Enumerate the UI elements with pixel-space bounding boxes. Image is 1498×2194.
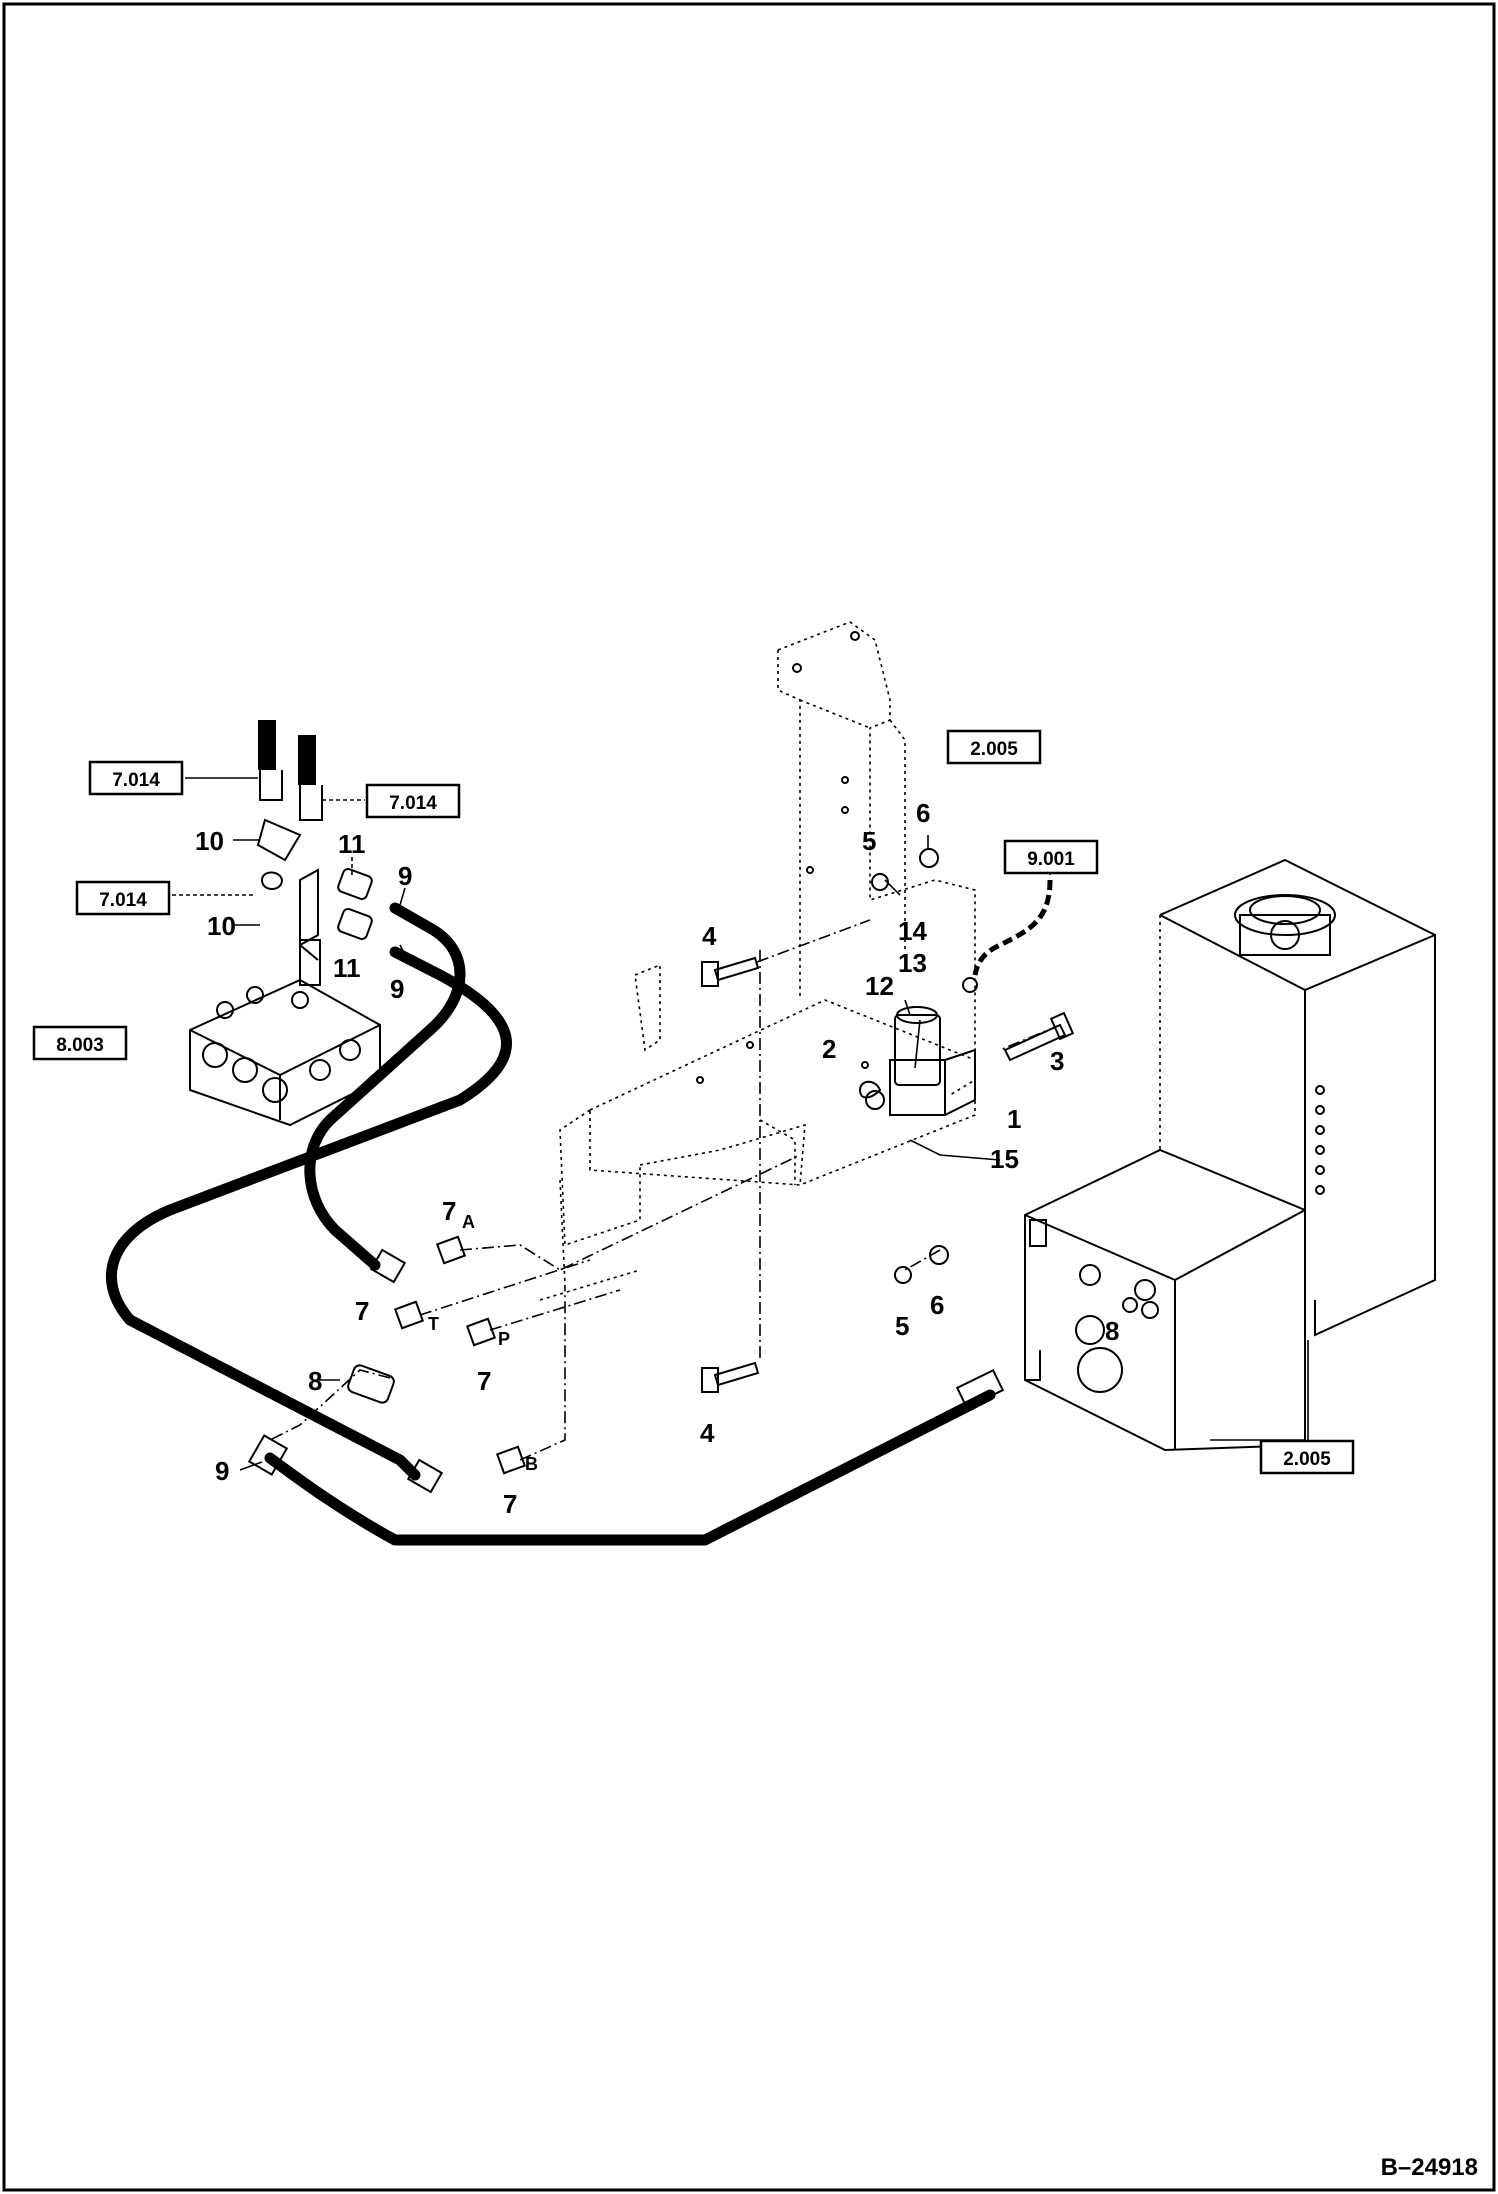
ref-box-control-valve-text: 8.003 [56,1035,104,1056]
upright-frame-bracket [777,621,976,1096]
ref-box-frame[interactable]: 2.005 [946,729,1042,765]
callout-9-upper: 9 [398,861,412,891]
callout-4-lower: 4 [700,1418,715,1448]
port-letter-T: T [428,1314,439,1334]
adapter-11-lower [337,908,373,940]
ref-box-tank-text: 2.005 [1283,1449,1331,1470]
port-letter-B: B [525,1454,538,1474]
callout-11-upper: 11 [338,829,366,859]
hose-B [106,946,512,1494]
fitting-8-tank [1122,1297,1138,1313]
fitting-7-A [435,1235,467,1265]
bolt-3 [1003,1011,1075,1062]
callout-9-lower: 9 [390,974,404,1004]
bolt-4-lower [701,1361,760,1393]
hose-A [304,902,466,1284]
callout-10-lower: 10 [207,911,236,941]
electrical-lead [972,879,1053,976]
callouts: 1 2 3 4 4 5 5 6 6 7 A 7 T 7 P 7 B 8 8 9 … [195,798,1119,1519]
callout-10-upper: 10 [195,826,224,856]
callout-7-T: 7 [355,1296,369,1326]
fitting-7-B [495,1445,527,1475]
port-letter-P: P [498,1329,510,1349]
callout-1: 1 [1007,1104,1021,1134]
callout-8-left: 8 [308,1366,322,1396]
callout-3: 3 [1050,1046,1064,1076]
ref-box-fitting-c-text: 7.014 [99,890,147,911]
washer-5-lower [894,1266,912,1284]
callout-7-A: 7 [442,1196,456,1226]
ref-box-fitting-a-text: 7.014 [112,770,160,791]
callout-2: 2 [822,1034,836,1064]
callout-8-tank: 8 [1105,1316,1119,1346]
ref-box-fitting-c[interactable]: 7.014 [75,880,171,916]
callout-6-upper: 6 [916,798,930,828]
callout-7-P: 7 [477,1366,491,1396]
ref-box-frame-text: 2.005 [970,739,1018,760]
fitting-7-P [465,1317,497,1347]
callout-5-lower: 5 [895,1311,909,1341]
callout-9-left: 9 [215,1456,229,1486]
ref-box-tank[interactable]: 2.005 [1259,1439,1355,1475]
callout-15: 15 [990,1144,1019,1174]
figure-id: B–24918 [1381,2154,1478,2181]
ref-box-fitting-b[interactable]: 7.014 [365,783,461,819]
fitting-7-T [393,1300,425,1330]
solenoid-valve [858,1006,976,1116]
callout-14: 14 [898,916,927,946]
bolt-4-upper [701,956,760,987]
callout-13: 13 [898,948,927,978]
ref-box-fitting-b-text: 7.014 [389,793,437,814]
callout-11-lower: 11 [333,953,361,983]
ref-box-control-valve[interactable]: 8.003 [32,1025,128,1061]
callout-4-upper: 4 [702,921,717,951]
hose-tank [247,1369,1005,1546]
nut-6-upper [919,848,939,868]
port-letter-A: A [462,1212,475,1232]
callout-12: 12 [865,971,894,1001]
ref-box-electrical[interactable]: 9.001 [1003,839,1099,875]
ref-box-fitting-a[interactable]: 7.014 [88,760,184,796]
callout-6-lower: 6 [930,1290,944,1320]
fitting-8-left [347,1364,395,1404]
base-frame [539,963,976,1301]
callout-5-upper: 5 [862,826,876,856]
hydraulic-tank [1024,858,1436,1452]
washer-5-upper [871,873,889,891]
adapter-11-upper [337,868,373,900]
hose-end-fittings [256,720,323,961]
ref-box-electrical-text: 9.001 [1027,849,1075,870]
callout-7-B: 7 [503,1489,517,1519]
